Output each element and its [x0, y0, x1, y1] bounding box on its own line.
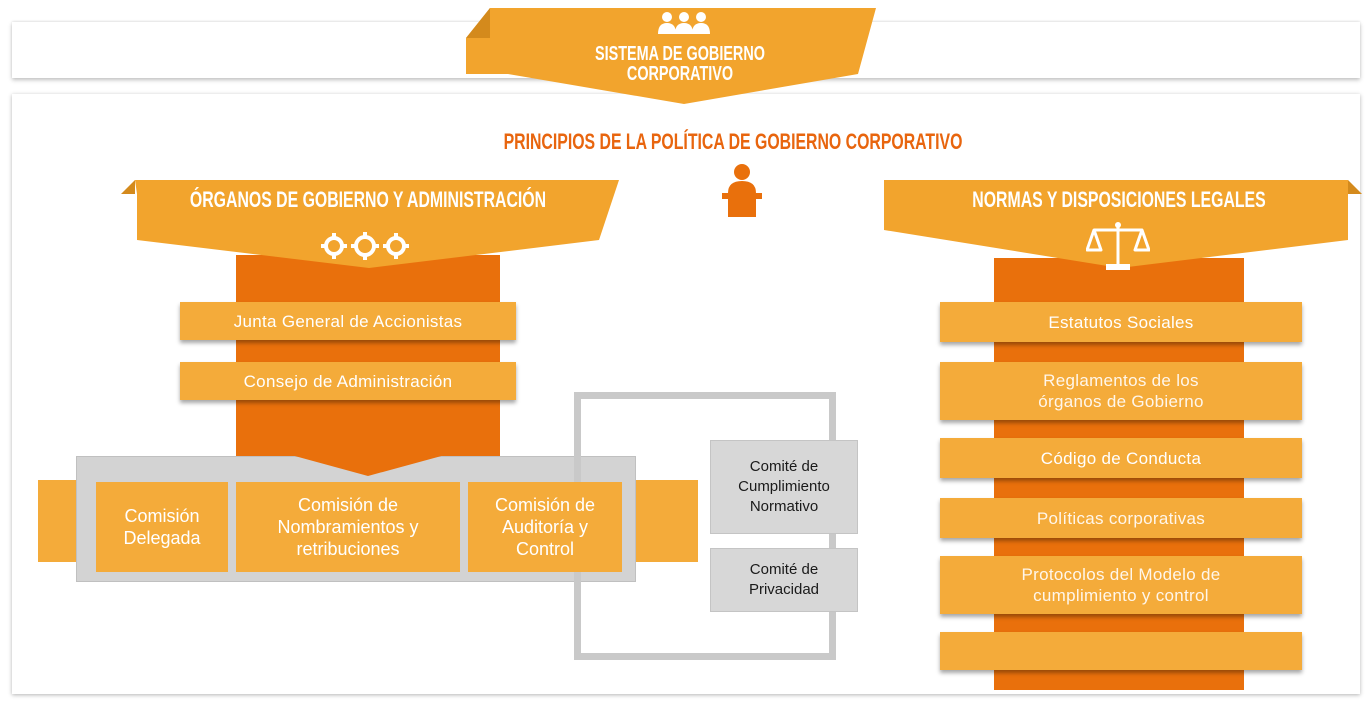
speaker-podium-icon: [722, 164, 762, 217]
left-orange-column: [236, 255, 500, 465]
scales-icon: [1086, 222, 1150, 270]
left-section-title: ÓRGANOS DE GOBIERNO Y ADMINISTRACIÓN: [189, 187, 547, 212]
ribbon-consejo-administracion: Consejo de Administración: [180, 362, 516, 400]
right-section-title: NORMAS Y DISPOSICIONES LEGALES: [972, 187, 1266, 212]
header-title: SISTEMA DE GOBIERNO CORPORATIVO: [595, 43, 765, 85]
ribbon-empty: [940, 632, 1302, 670]
header-banner: [466, 8, 876, 104]
ribbon-politicas: Políticas corporativas: [940, 498, 1302, 538]
left-column-arrow: [236, 440, 500, 476]
people-icon: [658, 12, 710, 34]
left-section-banner: [121, 180, 619, 268]
ribbon-codigo-conducta: Código de Conducta: [940, 438, 1302, 478]
gears-icon: [321, 232, 409, 260]
ribbon-junta-general: Junta General de Accionistas: [180, 302, 516, 340]
principles-title: PRINCIPIOS DE LA POLÍTICA DE GOBIERNO CO…: [503, 129, 963, 154]
ribbon-estatutos: Estatutos Sociales: [940, 302, 1302, 342]
